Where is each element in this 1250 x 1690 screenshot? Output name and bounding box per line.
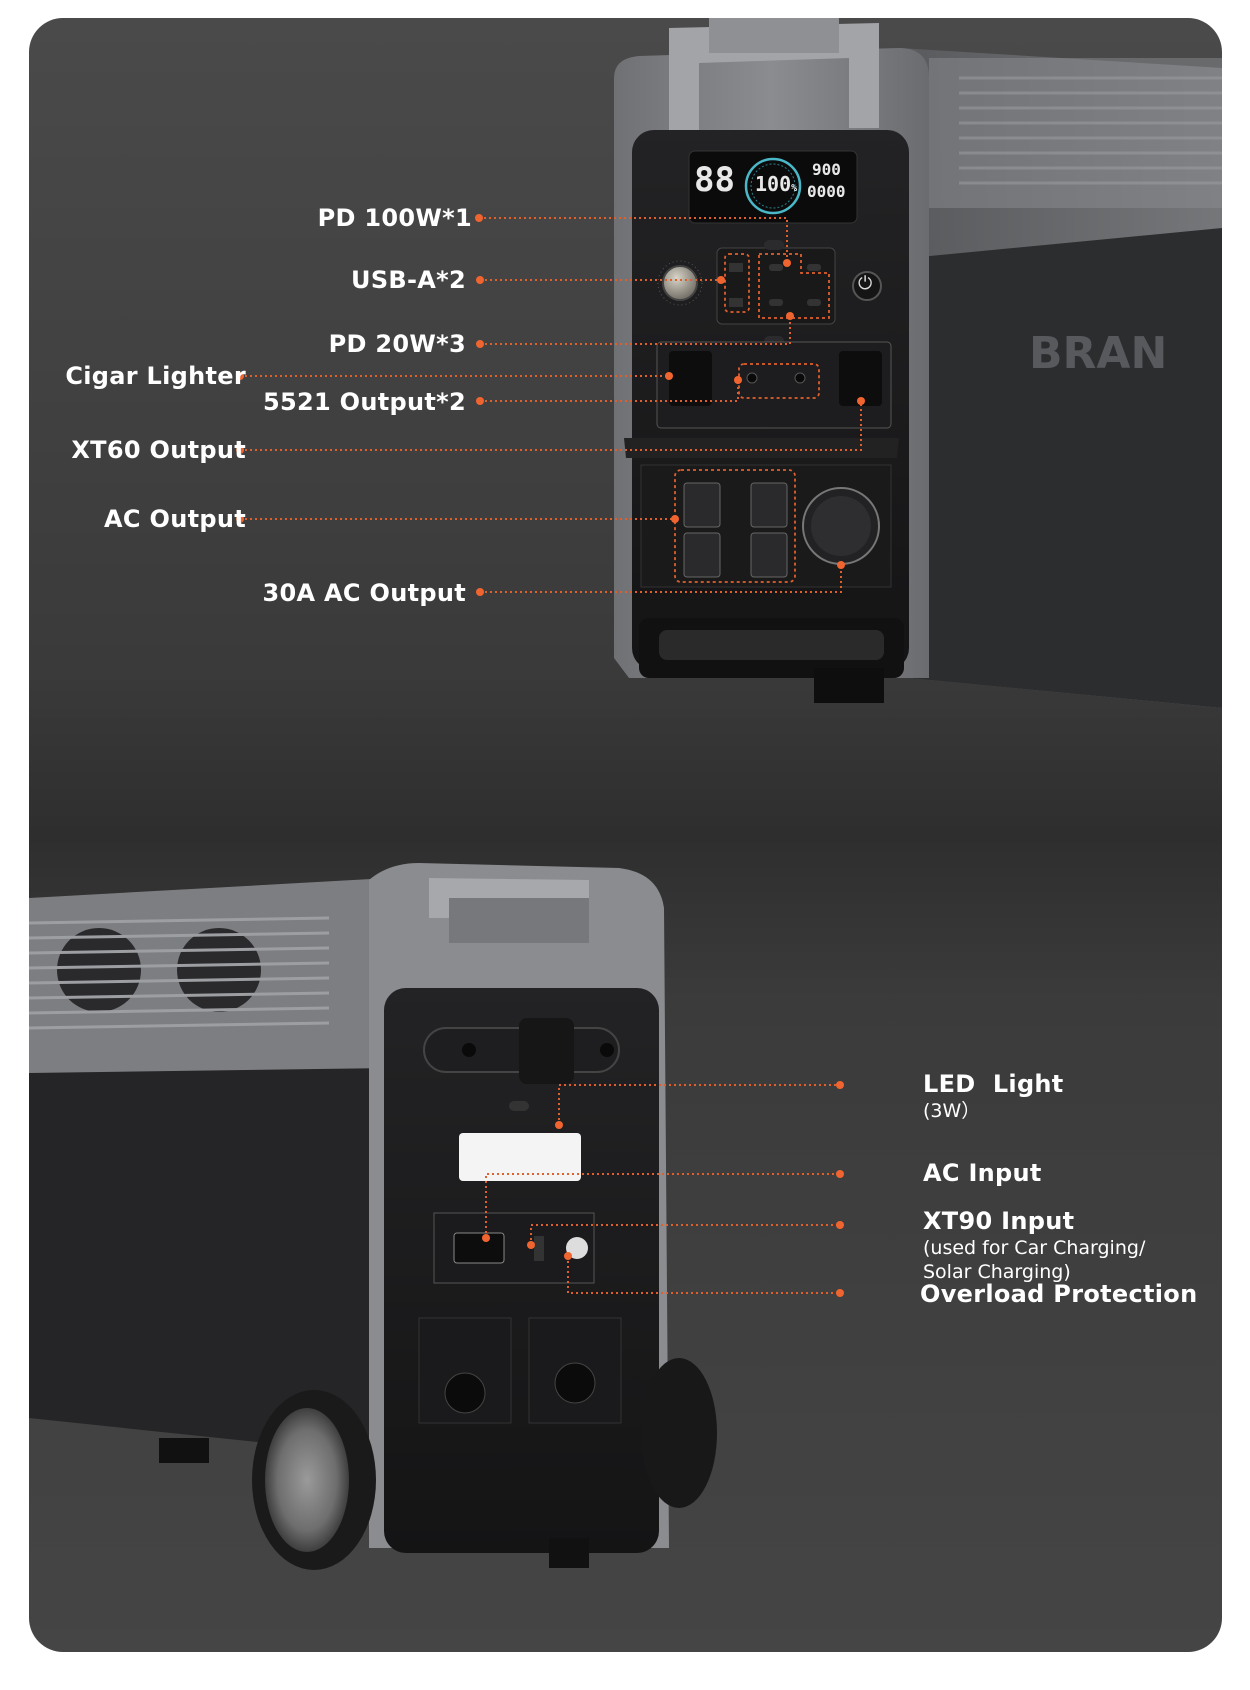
lcd-display [688,150,858,224]
label-led-light: LED Light [923,1070,1064,1098]
label-xt90-input: XT90 Input [923,1207,1075,1235]
lcd-input-watts: 900 [812,160,841,179]
product-image-card: 88 100% 900 0000 BRAN ⏻ PD 100W*1 USB-A*… [29,18,1222,1652]
label-pd20: PD 20W*3 [328,330,466,358]
label-overload-protection: Overload Protection [920,1280,1198,1308]
lcd-output-watts: 0000 [807,182,846,201]
label-usba: USB-A*2 [351,266,466,294]
label-led-power: (3W） [923,1100,981,1122]
bottom-leader-lines [482,1081,844,1297]
label-xt60: XT60 Output [71,436,246,464]
label-30a-ac-output: 30A AC Output [262,579,466,607]
lcd-battery-percent: 100% [755,172,797,196]
label-ac-input: AC Input [923,1159,1042,1187]
label-xt90-note-1: (used for Car Charging/ [923,1237,1146,1259]
lcd-center-value: 100 [755,172,792,196]
control-panel [624,240,899,588]
top-leader-lines [236,214,865,596]
lcd-left-digits: 88 [694,160,735,200]
front-view-illustration [29,18,1222,1570]
rear-unit-body [29,863,717,1570]
lcd-center-unit: % [791,183,798,194]
power-icon: ⏻ [858,273,873,294]
brand-watermark: BRAN [1029,328,1168,379]
label-cigar-lighter: Cigar Lighter [65,362,246,390]
label-xt90-note-2: Solar Charging) [923,1261,1071,1283]
label-5521: 5521 Output*2 [262,388,466,416]
label-ac-output: AC Output [104,505,246,533]
label-pd100: PD 100W*1 [317,204,472,232]
